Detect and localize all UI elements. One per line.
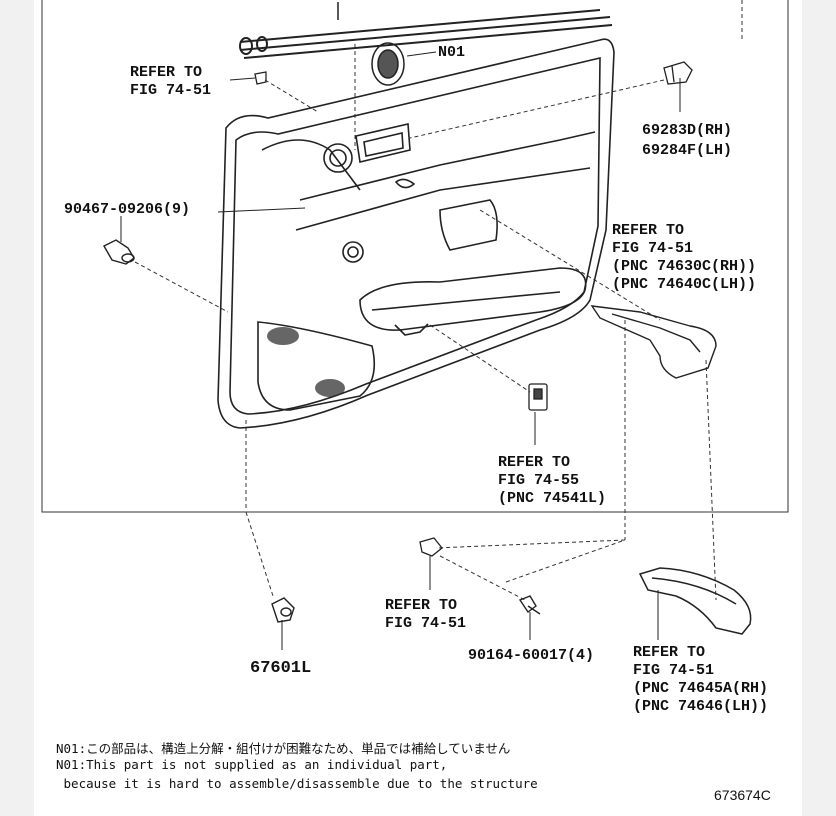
- right-margin-shade: [802, 0, 836, 816]
- label-part-67601l: 67601L: [250, 659, 311, 678]
- label-refer-74645-2: FIG 74-51: [633, 662, 714, 679]
- label-refer-bottom-2: FIG 74-51: [385, 615, 466, 632]
- switch-bezel-74541l: [528, 383, 548, 411]
- label-refer-74630-4: (PNC 74640C(LH)): [612, 276, 756, 293]
- label-refer-74630-2: FIG 74-51: [612, 240, 693, 257]
- switch-part-69283d: [663, 61, 693, 85]
- label-part-90164: 90164-60017(4): [468, 647, 594, 664]
- bottom-clip-part: [419, 537, 443, 557]
- solid-leaders: [120, 51, 681, 650]
- n01-cover-part: [371, 42, 405, 86]
- label-part-69283d: 69283D(RH): [642, 122, 732, 139]
- label-n01: N01: [438, 44, 465, 61]
- note-english-2: because it is hard to assemble/disassemb…: [56, 776, 538, 791]
- label-part-90467: 90467-09206(9): [64, 201, 190, 218]
- inner-handle-74630c: [590, 305, 717, 379]
- label-refer-top-1: REFER TO: [130, 64, 202, 81]
- diagram-frame: [41, 0, 789, 513]
- label-refer-74541-3: (PNC 74541L): [498, 490, 606, 507]
- top-clip-part: [254, 71, 267, 85]
- note-japanese: N01:この部品は、構造上分解・組付けが困難なため、単品では補給していません: [56, 741, 511, 756]
- label-refer-bottom-1: REFER TO: [385, 597, 457, 614]
- label-refer-74630-3: (PNC 74630C(RH)): [612, 258, 756, 275]
- leader-lines: [134, 0, 743, 601]
- label-refer-74645-3: (PNC 74645A(RH): [633, 680, 768, 697]
- speaker-grille: [267, 327, 345, 397]
- weatherstrip-part: [239, 2, 613, 59]
- pull-handle-cover-74645a: [638, 567, 752, 635]
- label-refer-74645-1: REFER TO: [633, 644, 705, 661]
- figure-id: 673674C: [714, 787, 771, 803]
- clip-90467: [103, 239, 135, 265]
- screw-90164: [518, 595, 541, 615]
- label-refer-top-2: FIG 74-51: [130, 82, 211, 99]
- label-part-69284f: 69284F(LH): [642, 142, 732, 159]
- door-trim-panel: [217, 38, 615, 429]
- label-refer-74645-4: (PNC 74646(LH)): [633, 698, 768, 715]
- clip-67601l: [271, 597, 295, 623]
- note-english-1: N01:This part is not supplied as an indi…: [56, 757, 448, 772]
- label-refer-74541-1: REFER TO: [498, 454, 570, 471]
- label-refer-74630-1: REFER TO: [612, 222, 684, 239]
- label-refer-74541-2: FIG 74-55: [498, 472, 579, 489]
- left-margin-shade: [0, 0, 34, 816]
